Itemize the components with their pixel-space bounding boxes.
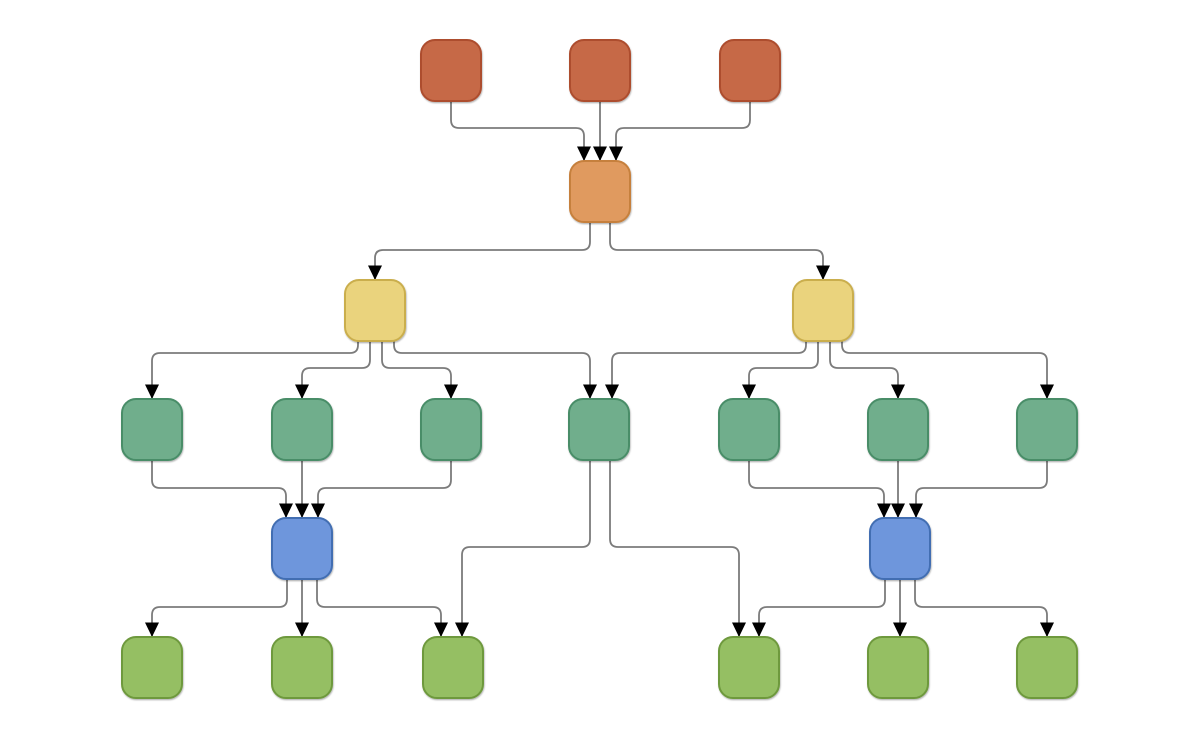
node-a2[interactable]	[569, 39, 631, 102]
edge-d4-f4	[609, 460, 746, 637]
edge-c1-d2	[295, 341, 371, 399]
node-d1[interactable]	[121, 398, 183, 461]
node-f3[interactable]	[422, 636, 484, 699]
node-d4[interactable]	[568, 398, 630, 461]
edge-d3-e1	[311, 460, 452, 518]
edge-b1-c2	[609, 222, 830, 280]
node-d3[interactable]	[420, 398, 482, 461]
edge-a1-b1	[450, 101, 591, 161]
edge-c2-d6	[829, 341, 905, 399]
edge-d4-f3	[455, 460, 591, 637]
connectors-layer	[145, 101, 1054, 637]
edge-c1-d3	[381, 341, 458, 399]
node-d7[interactable]	[1016, 398, 1078, 461]
node-c1[interactable]	[344, 279, 406, 342]
node-e2[interactable]	[869, 517, 931, 580]
edge-c1-d1	[145, 341, 359, 399]
edge-e1-f1	[145, 579, 288, 637]
edge-c2-d5	[742, 341, 819, 399]
node-f2[interactable]	[271, 636, 333, 699]
edge-a3-b1	[609, 101, 751, 161]
node-a3[interactable]	[719, 39, 781, 102]
edge-e2-f6	[914, 579, 1054, 637]
node-d6[interactable]	[867, 398, 929, 461]
node-b1[interactable]	[569, 160, 631, 223]
edge-d1-e1	[151, 460, 293, 518]
node-d2[interactable]	[271, 398, 333, 461]
nodes-layer	[121, 39, 1078, 699]
node-f6[interactable]	[1016, 636, 1078, 699]
node-f5[interactable]	[867, 636, 929, 699]
edge-c2-d7	[841, 341, 1054, 399]
node-d5[interactable]	[718, 398, 780, 461]
node-f4[interactable]	[718, 636, 780, 699]
edge-d5-e2	[748, 460, 891, 518]
edge-c1-d4	[393, 341, 597, 399]
node-a1[interactable]	[420, 39, 482, 102]
edge-e1-f3	[316, 579, 448, 637]
edge-d7-e2	[909, 460, 1048, 518]
node-c2[interactable]	[792, 279, 854, 342]
node-f1[interactable]	[121, 636, 183, 699]
edge-b1-c1	[368, 222, 591, 280]
node-e1[interactable]	[271, 517, 333, 580]
edge-e2-f4	[752, 579, 886, 637]
edge-c2-d4	[605, 341, 807, 399]
